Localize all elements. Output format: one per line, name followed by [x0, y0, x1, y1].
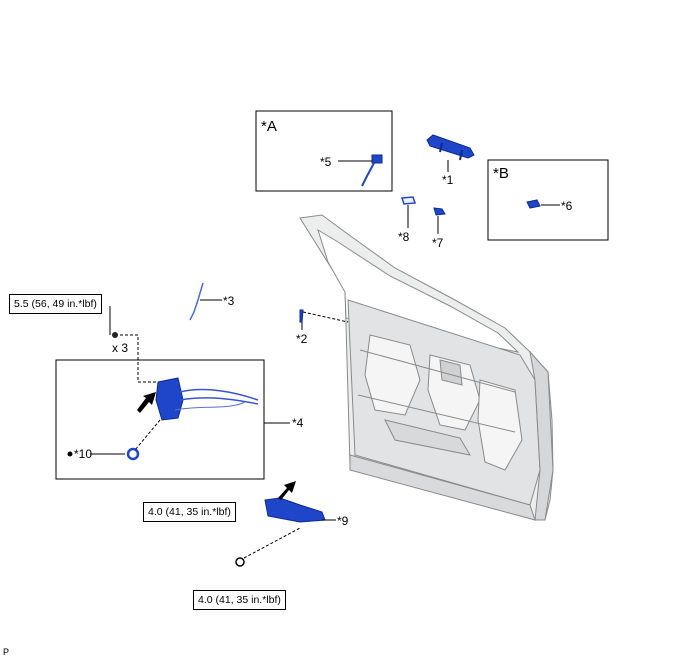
inset-box-b — [487, 159, 609, 241]
direction-arrow-icon — [137, 392, 156, 413]
callout-9: *9 — [337, 514, 349, 528]
cap-part — [433, 207, 446, 216]
callout-4: *4 — [292, 416, 304, 430]
footer-code: P — [3, 647, 10, 657]
callout-3: *3 — [223, 294, 235, 308]
quantity-label: x 3 — [112, 341, 129, 355]
inset-box-a — [255, 110, 393, 192]
torque-spec-1: 5.5 (56, 49 in.*lbf) — [9, 294, 102, 314]
lock-assembly-part — [155, 377, 259, 421]
leader-lines — [90, 160, 560, 521]
callout-6: *6 — [561, 199, 573, 213]
bullet-dot — [67, 451, 73, 457]
callout-10: *10 — [74, 447, 93, 461]
callout-1: *1 — [442, 173, 454, 187]
callout-8: *8 — [398, 230, 410, 244]
inset-label-b: *B — [493, 165, 509, 182]
callout-5: *5 — [320, 155, 332, 169]
o-ring-part — [126, 447, 140, 461]
key-cylinder-part — [361, 154, 383, 187]
pin-part — [299, 309, 304, 323]
door-panel — [299, 214, 554, 521]
inset-label-a: *A — [261, 118, 277, 135]
outside-handle-part — [426, 134, 475, 161]
rod-part — [189, 282, 204, 321]
direction-arrow-icon — [278, 481, 296, 500]
handle-cover-part — [526, 199, 541, 209]
torque-spec-2: 4.0 (41, 35 in.*lbf) — [143, 502, 236, 522]
screw-part — [112, 332, 245, 567]
assembly-box-4 — [55, 359, 265, 480]
handle-frame-part — [400, 196, 417, 205]
callout-2: *2 — [296, 332, 308, 346]
dashed-lines — [120, 311, 349, 559]
callout-7: *7 — [432, 236, 444, 250]
torque-spec-3: 4.0 (41, 35 in.*lbf) — [193, 590, 286, 610]
striker-part — [264, 497, 326, 523]
